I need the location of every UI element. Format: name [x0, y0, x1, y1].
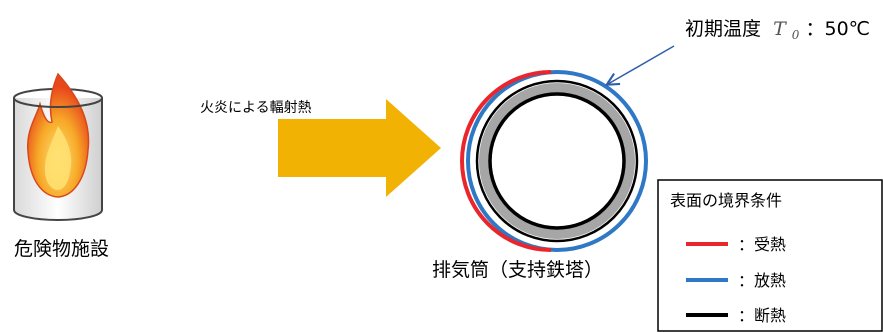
outer-surface-insulated — [475, 79, 639, 243]
heat-receiving-surface — [460, 70, 552, 252]
stack-cross-section — [460, 70, 648, 252]
temperature-subscript: 0 — [792, 28, 800, 42]
fire-in-tank-icon — [13, 72, 103, 221]
temperature-symbol: T — [773, 18, 787, 40]
initial-temperature-value: ：50℃ — [805, 18, 870, 40]
heat-release-surface — [466, 70, 648, 252]
stack-label: 排気筒（支持鉄塔） — [432, 259, 603, 281]
initial-temperature-label: 初期温度 T 0 ：50℃ — [685, 18, 870, 44]
boundary-conditions-legend: 表面の境界条件 ：受熱 ：放熱 ：断熱 — [657, 179, 883, 332]
legend-label-heat-receiving: ：受熱 — [738, 235, 786, 254]
radiant-heat-arrow-icon — [278, 99, 441, 197]
inner-surface-insulated — [488, 92, 626, 230]
radiation-label: 火炎による輻射熱 — [200, 100, 312, 116]
temperature-pointer — [608, 45, 675, 84]
legend-label-insulated: ：断熱 — [738, 306, 786, 325]
legend-label-heat-release: ：放熱 — [738, 271, 786, 290]
facility-label: 危険物施設 — [14, 238, 109, 260]
initial-temperature-text: 初期温度 — [685, 18, 761, 40]
legend-box — [657, 179, 883, 332]
legend-title: 表面の境界条件 — [670, 191, 782, 210]
